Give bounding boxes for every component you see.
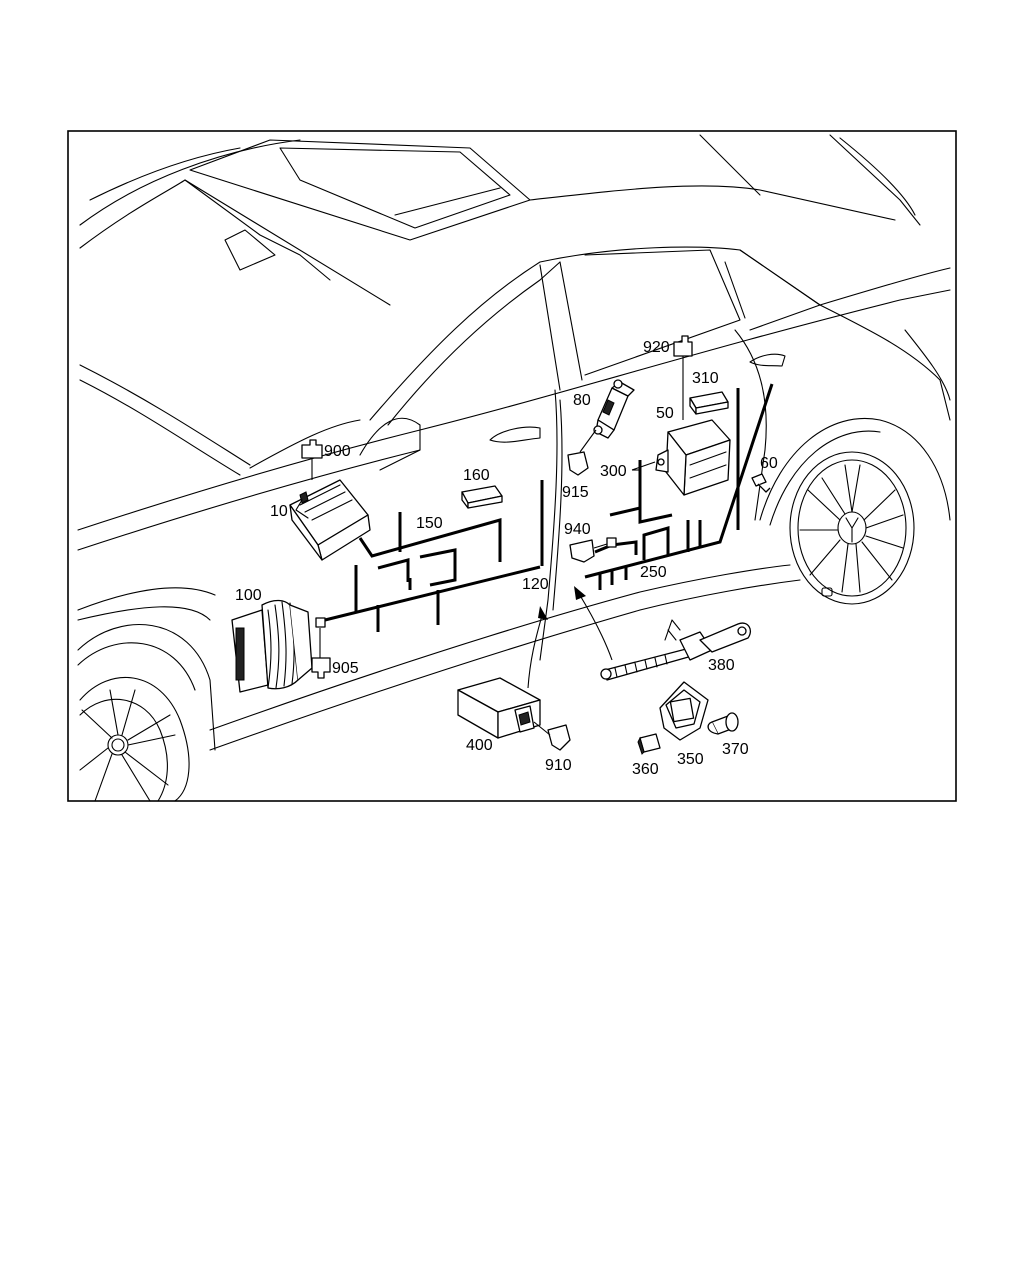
rear-wheel xyxy=(789,451,915,605)
arrow-380-to-door xyxy=(574,586,613,661)
label-120: 120 xyxy=(522,576,549,593)
part-50-control-module xyxy=(631,419,731,496)
label-50: 50 xyxy=(656,405,674,422)
part-380-check-strap xyxy=(600,619,752,681)
label-100: 100 xyxy=(235,587,262,604)
part-920-connector xyxy=(673,335,693,420)
label-300: 300 xyxy=(600,463,627,480)
label-80: 80 xyxy=(573,392,591,409)
harness-250 xyxy=(584,383,774,590)
part-940-connector xyxy=(569,537,617,563)
label-905: 905 xyxy=(332,660,359,677)
label-915: 915 xyxy=(562,484,589,501)
label-310: 310 xyxy=(692,370,719,387)
part-350-plate xyxy=(659,681,709,741)
part-310-clip xyxy=(689,391,729,415)
label-60: 60 xyxy=(760,455,778,472)
callout-labels: 900 10 150 160 100 905 120 80 915 920 31… xyxy=(235,339,778,778)
part-400-cover xyxy=(457,677,541,739)
label-400: 400 xyxy=(466,737,493,754)
arrow-400-to-door xyxy=(527,606,548,689)
part-100-grommet xyxy=(231,599,326,693)
label-380: 380 xyxy=(708,657,735,674)
label-350: 350 xyxy=(677,751,704,768)
car-outline xyxy=(77,134,951,751)
label-150: 150 xyxy=(416,515,443,532)
part-160-clip xyxy=(461,485,503,509)
label-360: 360 xyxy=(632,761,659,778)
label-910: 910 xyxy=(545,757,572,774)
diagram-frame xyxy=(67,130,957,802)
part-60-screw xyxy=(751,473,771,493)
part-915-connector xyxy=(567,429,597,476)
label-940: 940 xyxy=(564,521,591,538)
label-10: 10 xyxy=(270,503,288,520)
label-250: 250 xyxy=(640,564,667,581)
part-10-control-module xyxy=(289,479,371,561)
label-160: 160 xyxy=(463,467,490,484)
part-360-clip xyxy=(637,733,661,755)
part-905-connector xyxy=(311,628,331,679)
part-900-connector xyxy=(301,439,323,480)
part-370-pin xyxy=(707,712,739,735)
label-900: 900 xyxy=(324,443,351,460)
label-370: 370 xyxy=(722,741,749,758)
front-wheel xyxy=(79,677,190,802)
label-920: 920 xyxy=(643,339,670,356)
harness-150 xyxy=(324,480,544,632)
part-80-switch xyxy=(593,379,635,439)
part-910-connector xyxy=(533,721,571,751)
